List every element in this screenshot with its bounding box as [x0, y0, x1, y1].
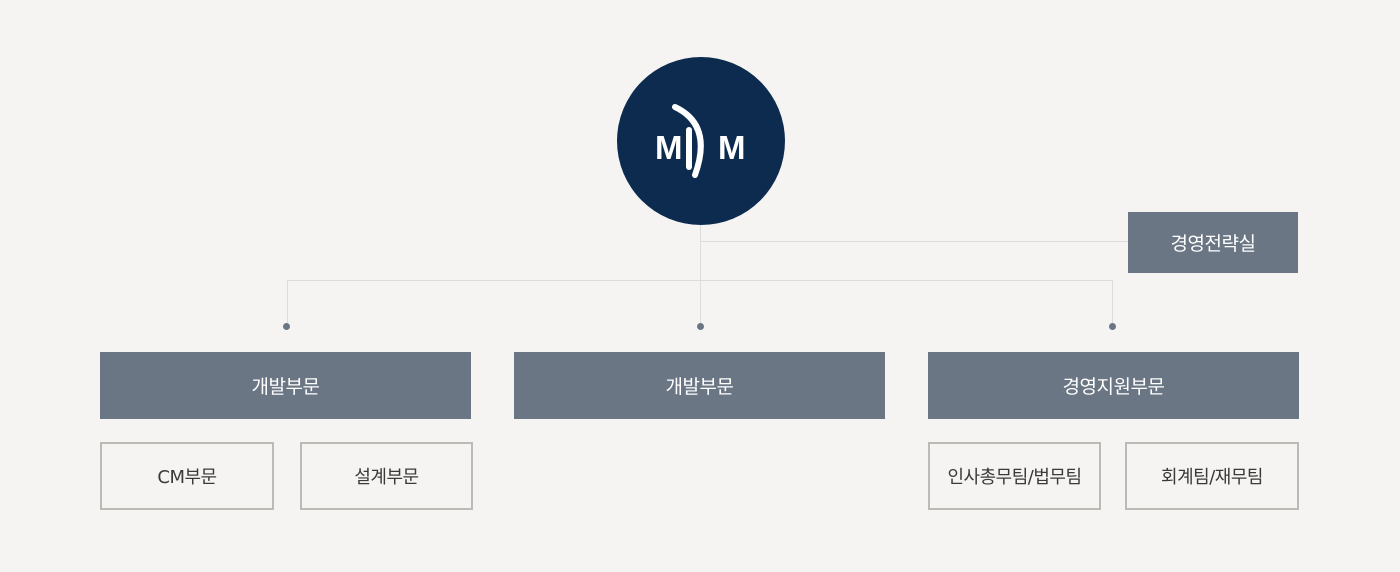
logo-arc-mark — [672, 104, 704, 178]
subunit-box-cm: CM부문 — [100, 442, 274, 510]
center-connector-dot — [697, 323, 704, 330]
subunit-box-design: 설계부문 — [300, 442, 473, 510]
strategy-branch-line — [700, 241, 1128, 242]
right-drop-line — [1112, 280, 1113, 327]
subunit-hr-legal-label: 인사총무팀/법무팀 — [947, 467, 1082, 488]
division-box-1: 개발부문 — [100, 352, 471, 419]
division-box-2: 개발부문 — [514, 352, 885, 419]
subunit-accounting-finance-label: 회계팀/재무팀 — [1161, 467, 1263, 488]
division-box-3: 경영지원부문 — [928, 352, 1299, 419]
division-1-label: 개발부문 — [251, 376, 320, 398]
strategy-office-box: 경영전략실 — [1128, 212, 1298, 273]
division-3-label: 경영지원부문 — [1062, 376, 1165, 398]
horizontal-bus-line — [287, 280, 1113, 281]
subunit-design-label: 설계부문 — [354, 467, 419, 488]
logo-right-letter: M — [718, 129, 746, 166]
mdm-logo-icon: M M — [655, 104, 746, 178]
subunit-box-hr-legal: 인사총무팀/법무팀 — [928, 442, 1101, 510]
left-drop-line — [287, 280, 288, 327]
strategy-office-label: 경영전략실 — [1170, 233, 1256, 255]
right-connector-dot — [1109, 323, 1116, 330]
logo-left-letter: M — [655, 129, 683, 166]
division-2-label: 개발부문 — [665, 376, 734, 398]
subunit-box-accounting-finance: 회계팀/재무팀 — [1125, 442, 1299, 510]
subunit-cm-label: CM부문 — [157, 467, 217, 488]
left-connector-dot — [283, 323, 290, 330]
trunk-connector-line — [700, 225, 701, 327]
company-logo: M M — [617, 57, 785, 225]
